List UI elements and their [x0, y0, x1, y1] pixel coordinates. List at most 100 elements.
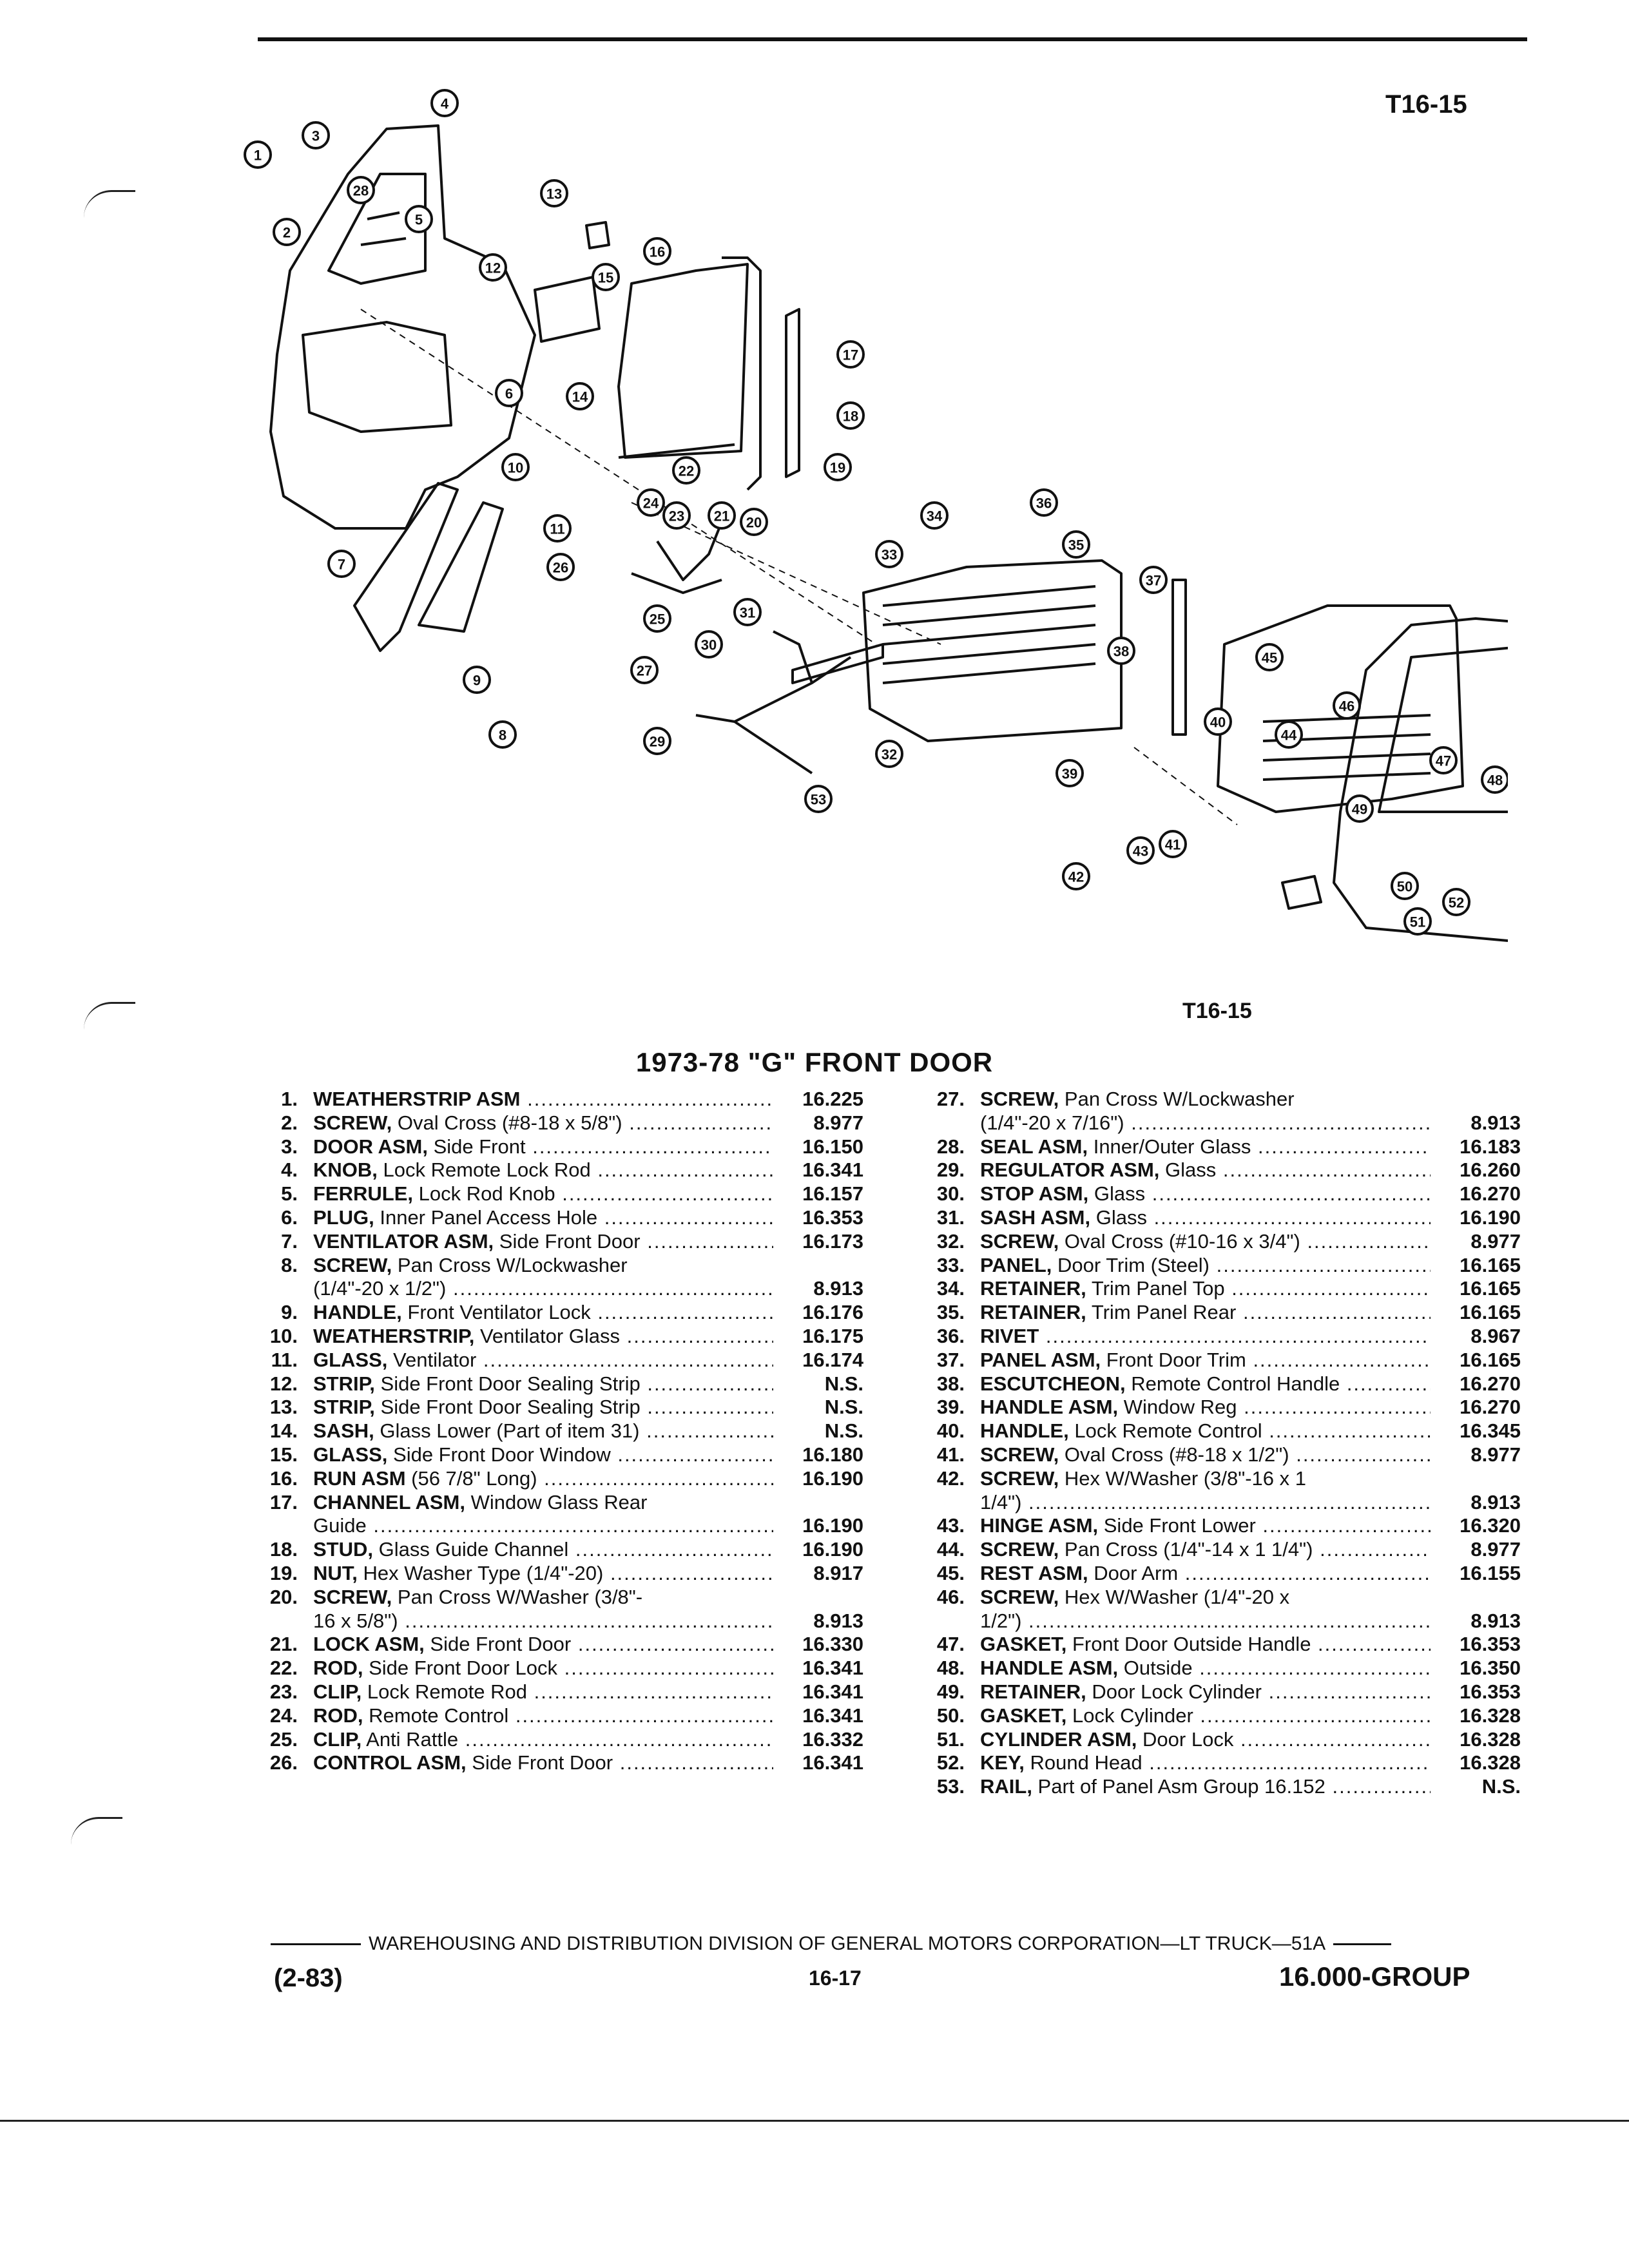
part-group-number: 8.977 [1470, 1538, 1521, 1561]
callout-9: 9 [463, 666, 491, 694]
part-description: RAIL, Part of Panel Asm Group 16.152 ...… [980, 1775, 1431, 1799]
dot-leader: ........................................… [1262, 1514, 1431, 1537]
inner-door-panel [269, 124, 536, 530]
part-name: RAIL, [980, 1775, 1032, 1798]
part-description: (1/4"-20 x 7/16") ......................… [980, 1111, 1431, 1135]
svg-text:6: 6 [505, 386, 513, 402]
part-group-number: 16.345 [1460, 1419, 1521, 1443]
callout-43: 43 [1126, 836, 1155, 865]
part-number: 20. [269, 1585, 298, 1608]
callout-30: 30 [695, 630, 723, 658]
callout-11: 11 [543, 514, 572, 543]
part-name: HANDLE ASM, [980, 1657, 1119, 1680]
svg-text:14: 14 [572, 389, 588, 405]
dot-leader: ........................................… [597, 1158, 773, 1182]
part-detail: Side Front Door Sealing Strip [374, 1396, 641, 1419]
part-group-number: 16.328 [1460, 1727, 1521, 1751]
part-name: CLIP, [313, 1727, 362, 1751]
part-number: 2. [281, 1111, 298, 1134]
part-group-number: 16.353 [1460, 1680, 1521, 1703]
svg-text:49: 49 [1352, 802, 1367, 818]
parts-row: 14.SASH, Glass Lower (Part of item 31) .… [245, 1419, 863, 1443]
part-name: HANDLE ASM, [980, 1396, 1119, 1419]
parts-row: 30.STOP ASM, Glass .....................… [912, 1182, 1521, 1206]
svg-text:23: 23 [669, 508, 684, 524]
part-detail: 1/2") [980, 1609, 1022, 1632]
part-group-number: 8.977 [1470, 1443, 1521, 1466]
svg-text:13: 13 [546, 186, 562, 202]
part-description: STUD, Glass Guide Channel ..............… [313, 1538, 773, 1562]
part-detail: Side Front Door Window [387, 1443, 611, 1466]
svg-text:41: 41 [1165, 837, 1181, 853]
part-name: SCREW, [980, 1443, 1059, 1466]
part-description: SCREW, Pan Cross W/Lockwasher [980, 1088, 1431, 1111]
svg-text:26: 26 [553, 560, 568, 576]
svg-text:10: 10 [508, 460, 523, 476]
part-name: RETAINER, [980, 1277, 1086, 1300]
parts-row: 19.NUT, Hex Washer Type (1/4"-20) ......… [245, 1562, 863, 1586]
callout-44: 44 [1275, 720, 1303, 749]
callout-26: 26 [546, 553, 575, 581]
part-number: 41. [936, 1443, 965, 1466]
part-number: 37. [936, 1348, 965, 1371]
part-description: SCREW, Pan Cross W/Washer (3/8"- [313, 1586, 773, 1610]
part-name: VENTILATOR ASM, [313, 1229, 494, 1253]
part-description: SCREW, Hex W/Washer (1/4"-20 x [980, 1586, 1431, 1610]
part-name: SCREW, [980, 1229, 1059, 1253]
svg-text:28: 28 [353, 183, 369, 199]
svg-text:52: 52 [1449, 895, 1464, 911]
part-group-number: 8.913 [813, 1277, 863, 1300]
part-detail: Hex W/Washer (1/4"-20 x [1059, 1585, 1290, 1608]
parts-row: 51.CYLINDER ASM, Door Lock .............… [912, 1728, 1521, 1752]
window-regulator [695, 630, 852, 774]
part-number: 48. [936, 1657, 965, 1680]
parts-row: 33.PANEL, Door Trim (Steel) ............… [912, 1254, 1521, 1278]
parts-row: 5.FERRULE, Lock Rod Knob ...............… [245, 1182, 863, 1206]
callout-49: 49 [1345, 794, 1374, 823]
part-number: 12. [269, 1372, 298, 1395]
part-name: CHANNEL ASM, [313, 1490, 465, 1514]
part-group-number: 16.157 [802, 1182, 863, 1206]
part-name: HANDLE, [313, 1301, 402, 1324]
part-description: WEATHERSTRIP ASM .......................… [313, 1088, 773, 1111]
svg-text:1: 1 [254, 148, 262, 164]
callout-12: 12 [479, 253, 507, 282]
part-detail: Hex Washer Type (1/4"-20) [357, 1561, 604, 1584]
footer-division-line: WAREHOUSING AND DISTRIBUTION DIVISION OF… [271, 1933, 1514, 1955]
parts-row: 13.STRIP, Side Front Door Sealing Strip … [245, 1396, 863, 1419]
part-name: CYLINDER ASM, [980, 1727, 1137, 1751]
callout-52: 52 [1442, 888, 1470, 916]
part-name: KEY, [980, 1751, 1025, 1774]
part-number: 29. [936, 1158, 965, 1182]
part-group-number: 16.341 [802, 1751, 863, 1774]
part-group-number: 16.270 [1460, 1372, 1521, 1395]
part-name: SASH ASM, [980, 1206, 1091, 1229]
parts-row: 52.KEY, Round Head .....................… [912, 1751, 1521, 1775]
callout-3: 3 [302, 121, 330, 149]
dot-leader: ........................................… [619, 1751, 773, 1774]
callout-46: 46 [1333, 691, 1361, 720]
part-description: ESCUTCHEON, Remote Control Handle ......… [980, 1372, 1431, 1396]
parts-row: 49.RETAINER, Door Lock Cylinder ........… [912, 1680, 1521, 1704]
parts-row: 41.SCREW, Oval Cross (#8-18 x 1/2") ....… [912, 1443, 1521, 1467]
dot-leader: ........................................… [515, 1704, 773, 1727]
part-group-number: 16.270 [1460, 1396, 1521, 1419]
callout-40: 40 [1204, 707, 1232, 736]
parts-row: 45.REST ASM, Door Arm ..................… [912, 1562, 1521, 1586]
part-detail: Part of Panel Asm Group 16.152 [1032, 1775, 1325, 1798]
part-name: STOP ASM, [980, 1182, 1089, 1206]
dot-leader: ........................................… [405, 1609, 773, 1632]
part-detail: Side Front [427, 1135, 526, 1158]
svg-text:9: 9 [473, 673, 481, 689]
callout-6: 6 [495, 379, 523, 407]
part-group-number: 16.353 [1460, 1633, 1521, 1656]
part-name: GASKET, [980, 1633, 1067, 1656]
part-name: KNOB, [313, 1158, 378, 1182]
dot-leader: ........................................… [1199, 1657, 1431, 1680]
part-group-number: 16.173 [802, 1229, 863, 1253]
parts-row: 34.RETAINER, Trim Panel Top ............… [912, 1277, 1521, 1301]
parts-row: 18.STUD, Glass Guide Channel ...........… [245, 1538, 863, 1562]
dot-leader: ........................................… [562, 1182, 773, 1206]
svg-text:19: 19 [830, 460, 845, 476]
